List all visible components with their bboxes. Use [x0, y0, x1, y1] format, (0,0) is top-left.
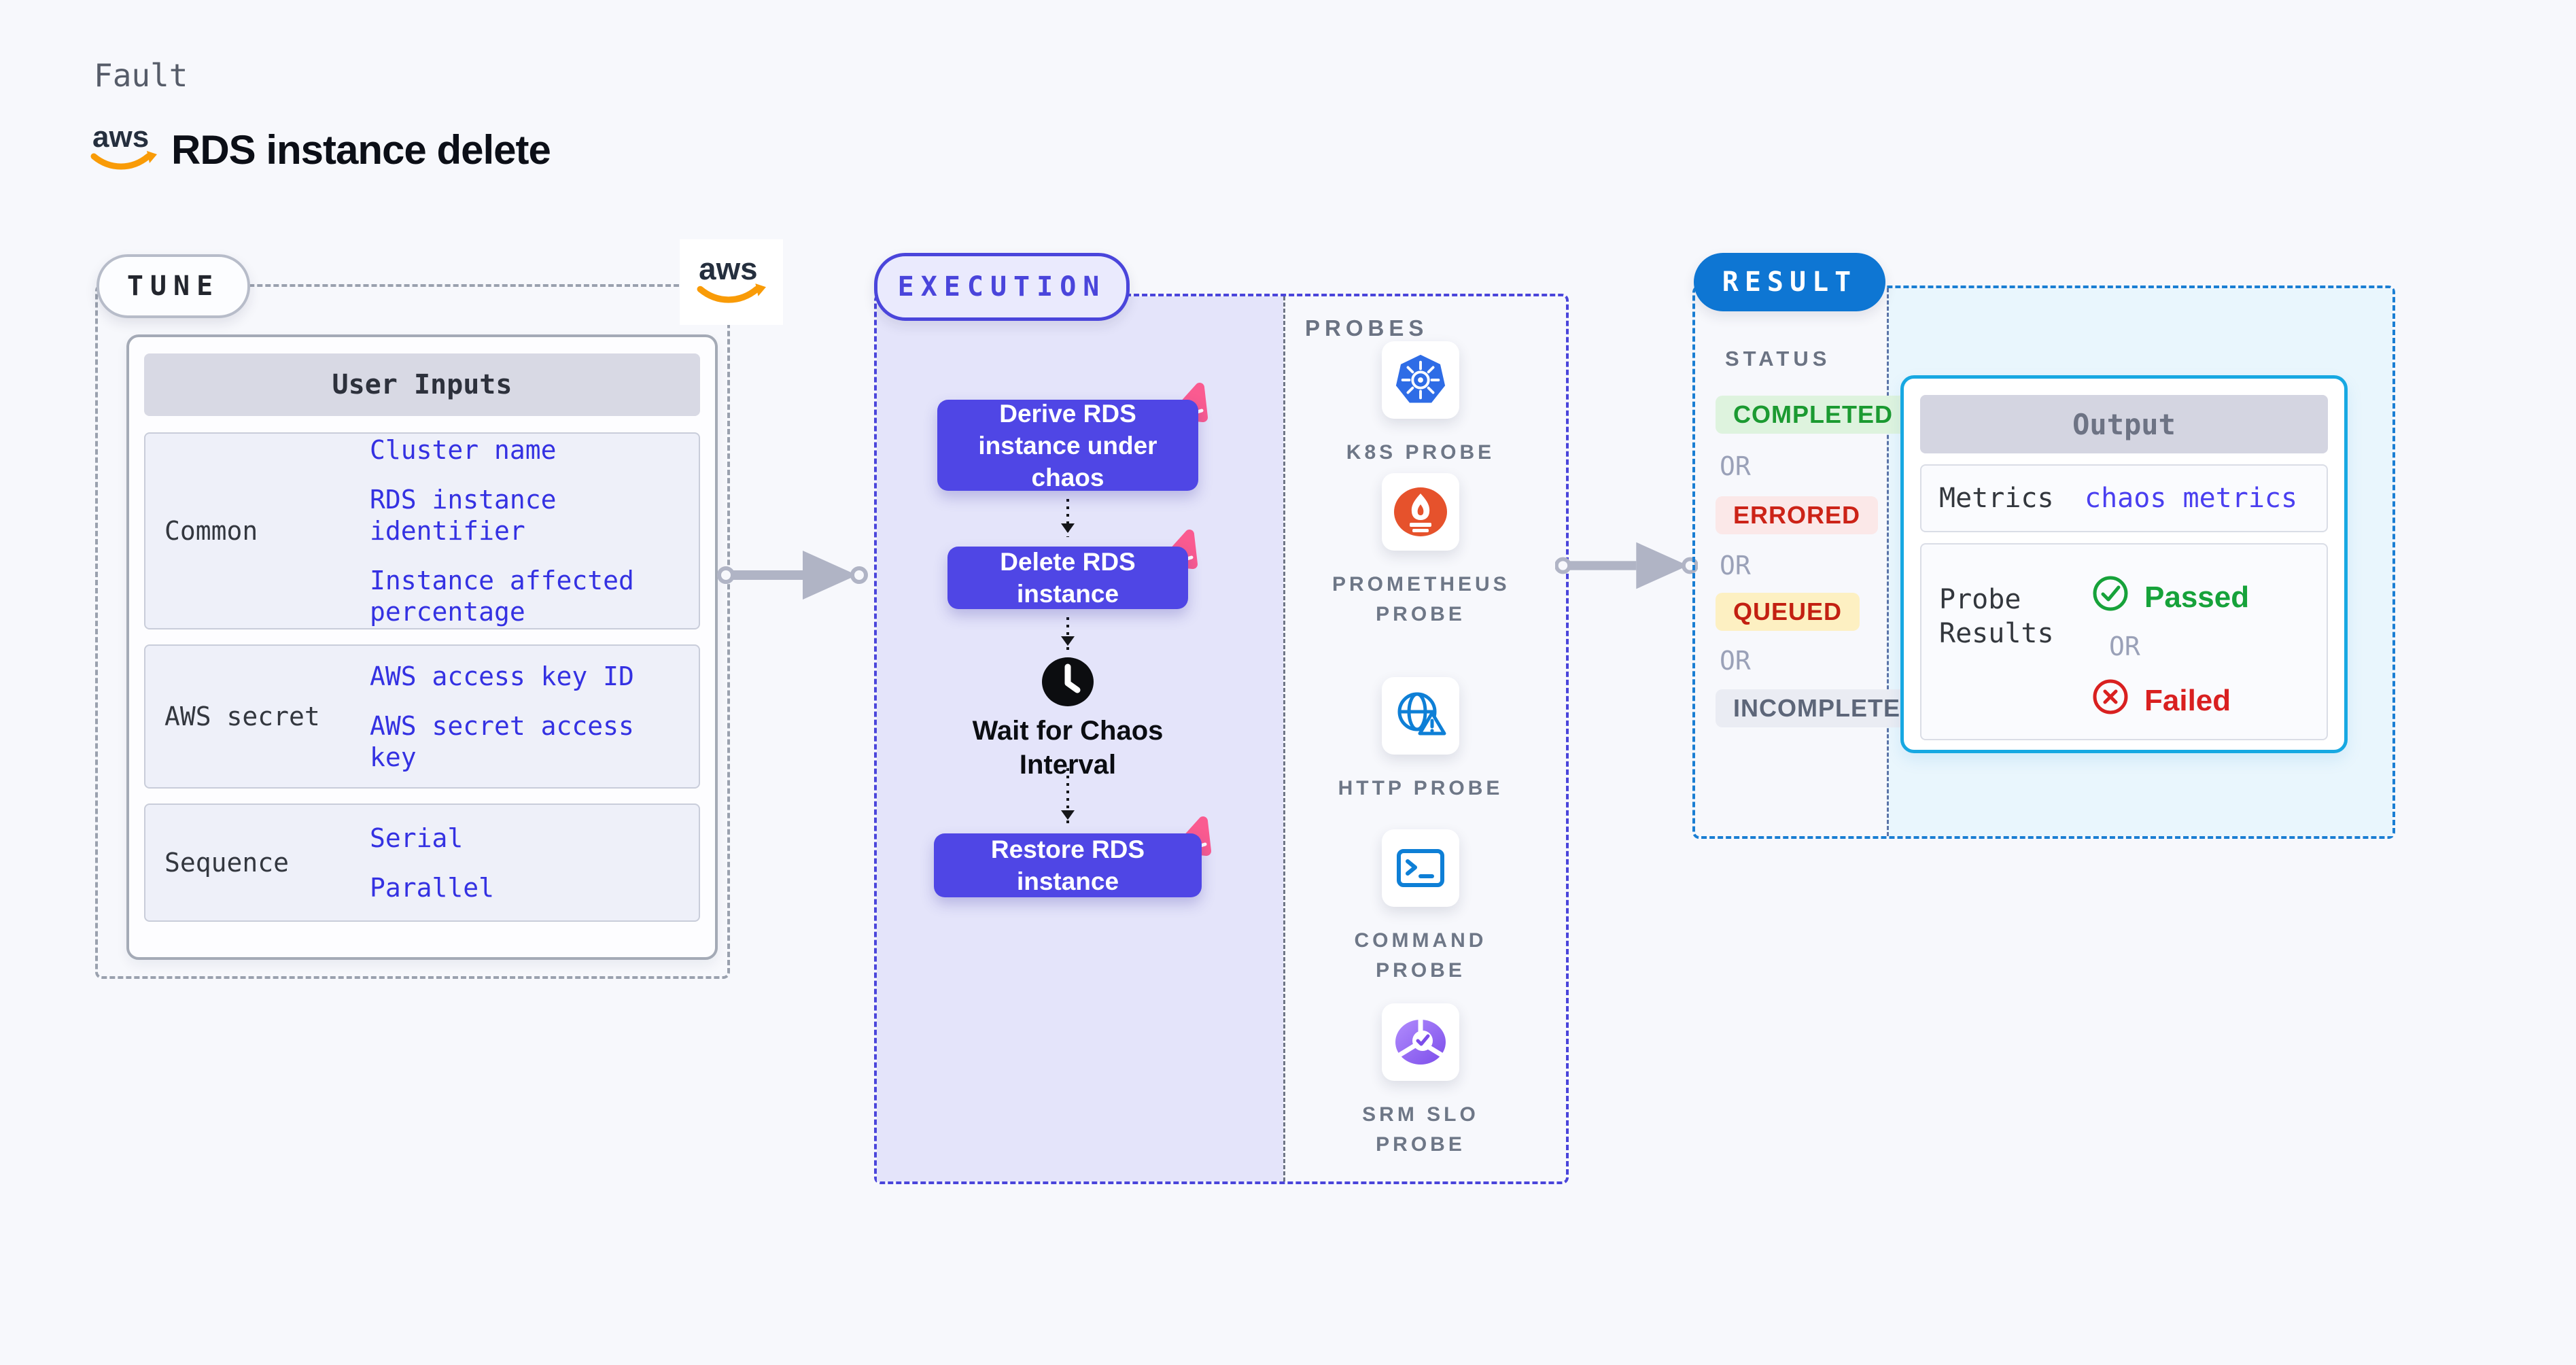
aws-logo: aws — [90, 120, 158, 182]
aws-smile-icon — [697, 286, 761, 303]
probe-label: COMMAND PROBE — [1354, 929, 1487, 982]
table-row-sequence: Sequence Serial Parallel — [144, 804, 700, 922]
aws-smile-icon — [90, 153, 152, 170]
probe-k8s: K8S PROBE — [1332, 341, 1509, 468]
aws-logo: aws — [697, 252, 766, 303]
step-node-restore: Restore RDS instance — [934, 816, 1211, 897]
flow-arrow-down-icon — [1066, 499, 1069, 537]
metrics-row: Metrics chaos metrics — [1920, 464, 2328, 532]
status-badge-errored: ERRORED — [1716, 496, 1879, 534]
tune-section — [95, 284, 730, 979]
probe-results-row: Probe Results Passed OR — [1920, 543, 2328, 740]
table-row-common: Common Cluster name RDS instance identif… — [144, 432, 700, 629]
page-kicker: Fault — [94, 57, 188, 94]
metrics-label: Metrics — [1939, 483, 2054, 514]
status-badge-incompleted: INCOMPLETED — [1716, 689, 1937, 727]
probes-divider — [1283, 296, 1285, 1181]
srm-slo-icon — [1382, 1003, 1459, 1081]
or-label: OR — [1720, 551, 1751, 581]
step-node-delete: Delete RDS instance — [947, 530, 1198, 609]
or-label: OR — [2109, 632, 2140, 661]
probes-heading: PROBES — [1305, 315, 1429, 341]
passed-label: Passed — [2144, 580, 2250, 614]
svg-text:aws: aws — [699, 252, 757, 286]
probe-results-values: Passed OR Failed — [2082, 545, 2327, 739]
row-label: Sequence — [164, 848, 290, 878]
or-label: OR — [1720, 451, 1751, 481]
result-divider — [1887, 288, 1889, 836]
user-inputs-header: User Inputs — [144, 353, 700, 416]
kubernetes-icon — [1382, 341, 1459, 419]
input-value: Instance affected percentage — [370, 566, 634, 627]
probe-http: HTTP PROBE — [1332, 677, 1509, 804]
page-title: RDS instance delete — [171, 127, 551, 173]
prometheus-icon — [1382, 473, 1459, 551]
row-values: AWS access key ID AWS secret access key — [370, 646, 699, 787]
status-heading: STATUS — [1725, 347, 1831, 370]
probe-prometheus: PROMETHEUS PROBE — [1332, 473, 1509, 629]
check-circle-icon — [2091, 574, 2129, 620]
execution-badge: EXECUTION — [874, 253, 1130, 321]
probe-label: HTTP PROBE — [1338, 777, 1503, 799]
arrow-right-connector — [711, 545, 874, 608]
step-node-derive: Derive RDS instance under chaos — [937, 383, 1208, 491]
probe-label: K8S PROBE — [1346, 441, 1495, 464]
output-header: Output — [1920, 395, 2328, 453]
table-row-aws-secret: AWS secret AWS access key ID AWS secret … — [144, 644, 700, 789]
row-label: Common — [164, 516, 258, 546]
input-value: Serial — [370, 823, 464, 853]
step-label: Delete RDS instance — [1000, 548, 1136, 608]
input-value: RDS instance identifier — [370, 485, 557, 546]
execution-section: Derive RDS instance under chaos Delete R… — [874, 294, 1569, 1184]
probe-srm-slo: SRM SLO PROBE — [1332, 1003, 1509, 1160]
x-circle-icon — [2091, 678, 2129, 723]
terminal-icon — [1382, 829, 1459, 907]
http-globe-icon — [1382, 677, 1459, 755]
probe-label: PROMETHEUS PROBE — [1332, 573, 1510, 625]
status-badge-queued: QUEUED — [1716, 593, 1860, 631]
probe-label: SRM SLO PROBE — [1362, 1103, 1479, 1156]
tune-badge: TUNE — [97, 254, 250, 318]
wait-step-label: Wait for Chaos Interval — [972, 716, 1164, 780]
status-badge-completed: COMPLETED — [1716, 396, 1911, 434]
row-values: Serial Parallel — [370, 805, 699, 920]
result-badge: RESULT — [1694, 253, 1885, 311]
step-label: Restore RDS instance — [990, 835, 1145, 895]
input-value: AWS access key ID — [370, 661, 634, 691]
probe-command: COMMAND PROBE — [1332, 829, 1509, 986]
metrics-value: chaos metrics — [2085, 483, 2298, 514]
or-label: OR — [1720, 646, 1751, 676]
aws-logo-plate: aws — [680, 239, 783, 325]
output-card: Output Metrics chaos metrics Probe Resul… — [1900, 375, 2348, 753]
flow-arrow-down-icon — [1066, 768, 1069, 824]
input-value: AWS secret access key — [370, 710, 634, 772]
input-value: Parallel — [370, 872, 495, 903]
failed-label: Failed — [2144, 683, 2231, 717]
probe-results-label: Probe Results — [1939, 584, 2054, 649]
clock-icon — [1041, 655, 1094, 712]
step-label: Derive RDS instance under chaos — [978, 399, 1158, 491]
flow-arrow-down-icon — [1066, 617, 1069, 650]
arrow-right-connector — [1554, 536, 1699, 599]
user-inputs-card: User Inputs Common Cluster name RDS inst… — [126, 334, 718, 960]
row-values: Cluster name RDS instance identifier Ins… — [370, 434, 699, 628]
row-label: AWS secret — [164, 702, 320, 731]
aws-logo-text: aws — [92, 121, 149, 154]
input-value: Cluster name — [370, 435, 557, 465]
